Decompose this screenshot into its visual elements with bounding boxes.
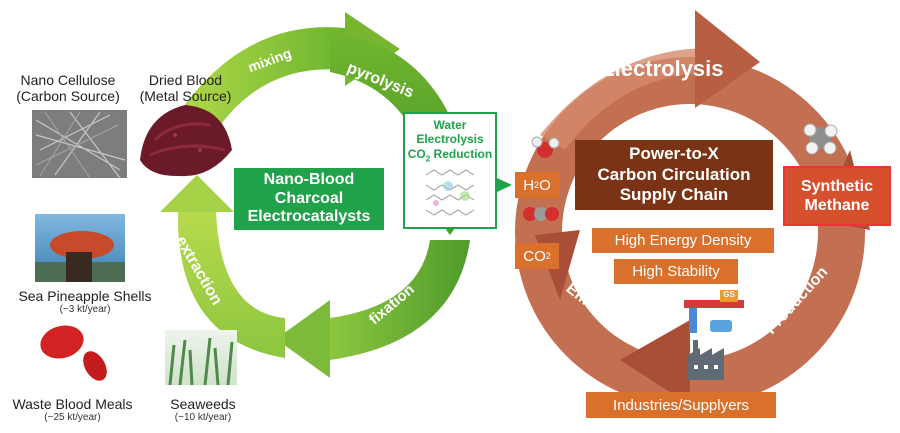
dried-blood-line2: (Metal Source)	[139, 88, 232, 105]
dried-blood-image	[140, 105, 232, 177]
high-energy-density-box: High Energy Density	[592, 228, 774, 253]
methane-molecule-icon	[803, 123, 838, 155]
waste-blood-name: Waste Blood Meals	[12, 396, 133, 412]
water-electrolysis-label: Water Electrolysis CO2 Reduction	[404, 118, 496, 164]
waste-blood-label: Waste Blood Meals (~25 kt/year)	[0, 396, 145, 424]
gas-station-sign: GS	[723, 290, 735, 299]
seaweeds-image	[165, 330, 237, 386]
nano-cellulose-label: Nano Cellulose (Carbon Source)	[8, 72, 128, 104]
industries-box: Industries/Supplyers	[586, 392, 776, 418]
electrolysis-label: Electrolysis	[600, 56, 724, 81]
seaweeds-label: Seaweeds (~10 kt/year)	[158, 396, 248, 424]
synthetic-line1: Synthetic	[800, 177, 873, 195]
seaweeds-name: Seaweeds	[170, 396, 236, 412]
nano-cellulose-image	[32, 110, 127, 179]
water-line1: Water	[433, 118, 467, 132]
sea-pineapple-amount: (~3 kt/year)	[59, 304, 111, 316]
connector-arrow	[497, 178, 512, 192]
co2-molecule-icon	[523, 207, 559, 221]
green-arrow-mixing	[173, 27, 345, 134]
dried-blood-label: Dried Blood (Metal Source)	[128, 72, 243, 104]
green-arrow-carbon-fixation	[330, 240, 470, 360]
nano-cellulose-line1: Nano Cellulose	[20, 72, 116, 88]
water-line3: CO2 Reduction	[407, 146, 493, 164]
ptx-line3: Supply Chain	[619, 185, 729, 205]
high-stability-box: High Stability	[614, 259, 738, 284]
water-molecule-icon	[531, 136, 560, 158]
waste-blood-image	[40, 325, 107, 381]
seaweeds-amount: (~10 kt/year)	[174, 412, 232, 424]
sea-pineapple-name: Sea Pineapple Shells	[18, 288, 152, 304]
power-to-x-box: Power-to-X Carbon Circulation Supply Cha…	[575, 140, 773, 210]
synthetic-line2: Methane	[804, 197, 870, 214]
center-line3: Electrocatalysts	[247, 208, 371, 226]
gas-station-icon	[684, 290, 744, 333]
water-line2: Electrolysis	[416, 132, 484, 147]
center-line1: Nano-Blood	[263, 171, 355, 189]
synthetic-methane-box: Synthetic Methane	[783, 166, 891, 226]
nano-cellulose-line2: (Carbon Source)	[16, 88, 120, 105]
ptx-line1: Power-to-X	[629, 144, 719, 164]
sea-pineapple-label: Sea Pineapple Shells (~3 kt/year)	[5, 288, 165, 316]
ptx-line2: Carbon Circulation	[597, 164, 751, 184]
green-cycle-arrows	[160, 12, 486, 378]
factory-icon	[688, 340, 724, 380]
nano-blood-charcoal-box: Nano-Blood Charcoal Electrocatalysts	[234, 168, 384, 230]
waste-blood-amount: (~25 kt/year)	[44, 412, 101, 424]
graphene-lattice-image	[425, 169, 475, 216]
green-arrow-extraction	[177, 210, 285, 358]
dried-blood-line1: Dried Blood	[148, 72, 223, 88]
sea-pineapple-image	[35, 214, 125, 282]
center-line2: Charcoal	[274, 189, 344, 207]
